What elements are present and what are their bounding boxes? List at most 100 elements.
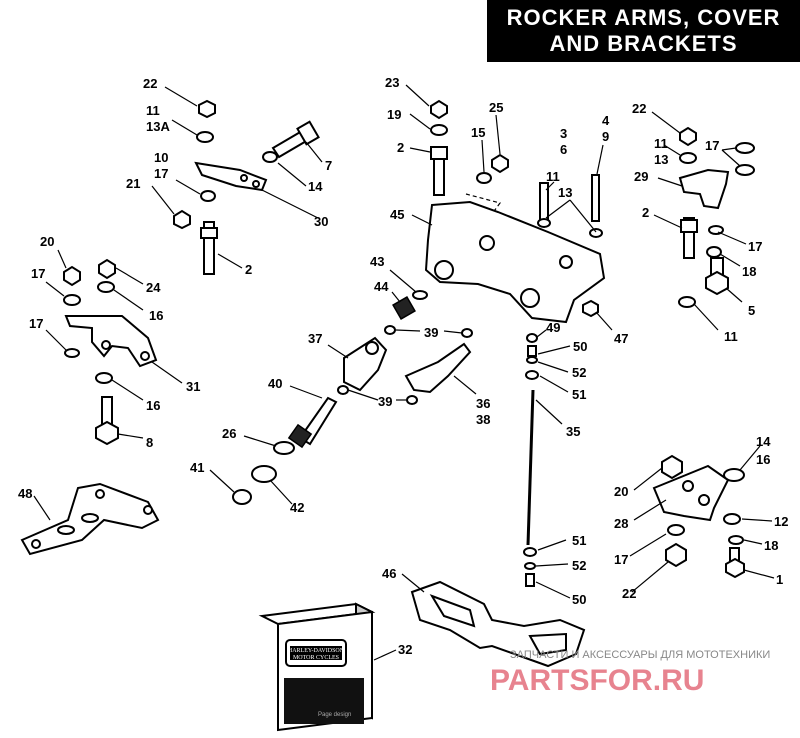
callout-3: 3: [560, 126, 567, 141]
box-logo-line-1: HARLEY-DAVIDSON: [288, 648, 345, 654]
part-nut-23: [430, 99, 448, 120]
callout-13a: 13A: [146, 119, 170, 134]
part-cup-49: [526, 333, 538, 343]
part-washer-14b: [723, 468, 745, 482]
part-bracket-29: [678, 168, 730, 210]
part-washer-43: [412, 290, 428, 300]
watermark: ЗАПЧАСТИ И АКСЕССУАРЫ ДЛЯ МОТОТЕХНИКИ PA…: [490, 649, 770, 697]
callout-37: 37: [308, 331, 322, 346]
part-washer-18b: [728, 535, 744, 545]
callout-44: 44: [374, 279, 389, 294]
part-washer-16b: [95, 372, 113, 384]
callout-28: 28: [614, 516, 628, 531]
callout-17: 17: [31, 266, 45, 281]
part-nut-24: [98, 258, 116, 280]
callout-39: 39: [424, 325, 438, 340]
title-line-2: AND BRACKETS: [549, 31, 738, 56]
callout-17: 17: [614, 552, 628, 567]
callout-11: 11: [724, 329, 738, 344]
callout-12: 12: [774, 514, 788, 529]
part-stud-2c: [683, 217, 695, 259]
callout-51: 51: [572, 387, 586, 402]
callout-20: 20: [614, 484, 628, 499]
callout-16: 16: [146, 398, 160, 413]
part-washer-17b: [735, 142, 755, 154]
callout-labels: 22 11 13A 7 10 17 21 14 30 2 23 19 25 2 …: [18, 75, 788, 657]
watermark-brand: PARTSFOR.RU: [490, 664, 704, 697]
callout-11: 11: [546, 169, 560, 184]
part-nut-22b: [679, 126, 697, 147]
part-nut-20b: [661, 454, 683, 480]
part-group-pushrod: [523, 333, 539, 587]
part-nut-39a: [384, 325, 396, 335]
callout-46: 46: [382, 566, 396, 581]
callout-10: 10: [154, 150, 168, 165]
callout-2: 2: [245, 262, 252, 277]
part-washer-19: [430, 124, 448, 136]
callout-22: 22: [143, 76, 157, 91]
callout-40: 40: [268, 376, 282, 391]
part-washer-51b: [523, 547, 537, 557]
callout-23: 23: [385, 75, 399, 90]
callout-21: 21: [126, 176, 140, 191]
callout-22: 22: [632, 101, 646, 116]
part-group-upper-left: [173, 99, 320, 275]
part-washer-11b: [679, 152, 697, 164]
part-nut-20a: [63, 265, 81, 287]
callout-26: 26: [222, 426, 236, 441]
callout-14: 14: [756, 434, 771, 449]
callout-18: 18: [764, 538, 778, 553]
part-washer-17f: [667, 524, 685, 536]
part-bracket-28: [652, 464, 730, 522]
callout-17: 17: [29, 316, 43, 331]
part-gasket-kit-box-32: HARLEY-DAVIDSON MOTOR CYCLES Page design: [258, 602, 376, 732]
part-washer-17e: [64, 348, 80, 358]
part-spring-44: [392, 296, 416, 320]
callout-35: 35: [566, 424, 580, 439]
callout-25: 25: [489, 100, 503, 115]
callout-48: 48: [18, 486, 32, 501]
callout-15: 15: [471, 125, 485, 140]
part-washer-11d: [678, 296, 696, 308]
part-nut-50b: [525, 573, 535, 587]
part-cup-41: [232, 489, 252, 505]
callout-2: 2: [397, 140, 404, 155]
part-group-lower-right: [652, 454, 745, 579]
callout-30: 30: [314, 214, 328, 229]
callout-17: 17: [154, 166, 168, 181]
part-seal-26: [273, 441, 295, 455]
part-washer-12: [723, 513, 741, 525]
callout-38: 38: [476, 412, 490, 427]
callout-52: 52: [572, 558, 586, 573]
callout-11: 11: [654, 136, 668, 151]
callout-17: 17: [705, 138, 719, 153]
callout-19: 19: [387, 107, 401, 122]
callout-17: 17: [748, 239, 762, 254]
part-washer-16a: [97, 281, 115, 293]
callout-16: 16: [756, 452, 770, 467]
box-logo-line-2: MOTOR CYCLES: [293, 655, 339, 661]
part-nut-22c: [665, 542, 687, 568]
part-stud-2a: [203, 221, 215, 275]
part-group-left: [63, 258, 158, 446]
callout-6: 6: [560, 142, 567, 157]
part-group-center-middle: [232, 290, 473, 505]
part-rocker-cover-45: [424, 200, 606, 324]
callout-32: 32: [398, 642, 412, 657]
part-washer-11: [196, 131, 214, 143]
callout-5: 5: [748, 303, 755, 318]
callout-39: 39: [378, 394, 392, 409]
part-nut-22: [198, 99, 216, 119]
callout-22: 22: [622, 586, 636, 601]
watermark-caption: ЗАПЧАСТИ И АКСЕССУАРЫ ДЛЯ МОТОТЕХНИКИ: [510, 649, 770, 661]
callout-1: 1: [776, 572, 783, 587]
callout-29: 29: [634, 169, 648, 184]
callout-9: 9: [602, 129, 609, 144]
callout-11: 11: [146, 103, 160, 118]
callout-52: 52: [572, 365, 586, 380]
part-washer-17a: [200, 190, 216, 202]
part-washer-17d: [63, 294, 81, 306]
callout-51: 51: [572, 533, 586, 548]
diagram-title: ROCKER ARMS, COVER AND BRACKETS: [487, 0, 800, 62]
